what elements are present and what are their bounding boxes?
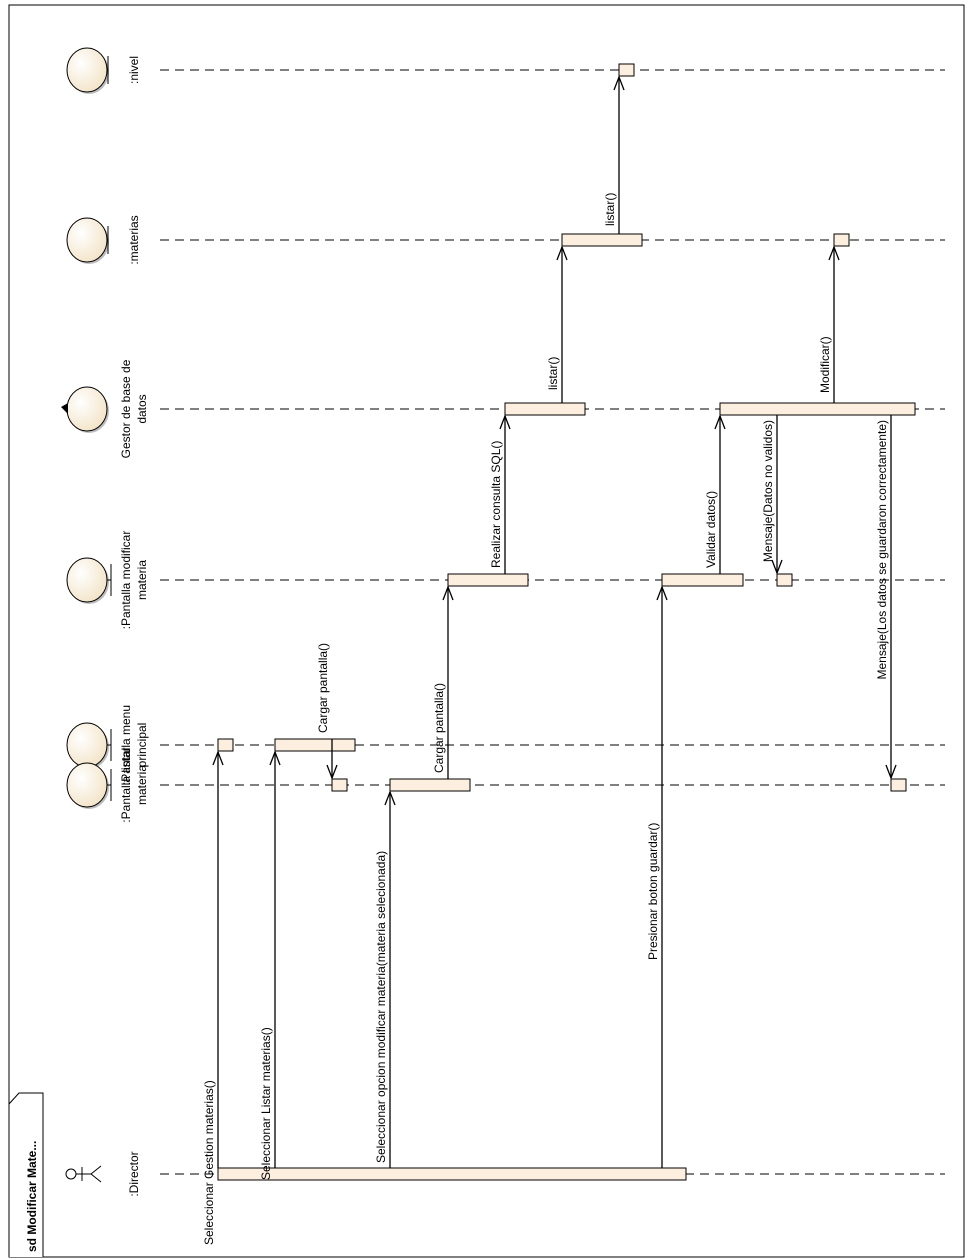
msg-cargar-pantalla-modificar-arrowhead	[442, 585, 454, 601]
lifeline-name-menu-1: :Pantalla menu	[119, 705, 133, 785]
msg-mensaje-guardado-label: Mensaje(Los datos se guardaron correctam…	[875, 420, 889, 679]
msg-seleccionar-listar: Seleccionar Listar materias()	[259, 750, 281, 1180]
msg-listar-materias-arrowhead	[556, 245, 568, 261]
activation-gestor-11	[719, 402, 916, 416]
messages: Seleccionar Gestion materias() Selecciona…	[202, 75, 897, 1245]
activation-materias-12	[833, 233, 850, 247]
lifeline-name-director-1: :Director	[127, 1151, 141, 1196]
msg-listar-nivel-arrowhead	[613, 75, 625, 91]
frame-title: sd Modificar Mate...	[25, 1141, 39, 1252]
lifeline-name-materias-1: :materias	[127, 215, 141, 264]
msg-modificar: Modificar()	[818, 245, 840, 403]
msg-listar-materias-label: listar()	[546, 357, 560, 390]
msg-cargar-pantalla-modificar-label: Cargar pantalla()	[432, 683, 446, 773]
msg-seleccionar-opcion-arrowhead	[384, 790, 396, 806]
activation-listar-14	[890, 778, 907, 792]
msg-seleccionar-opcion: Seleccionar opcion modificar materia(mat…	[374, 790, 396, 1168]
msg-seleccionar-listar-label: Seleccionar Listar materias()	[259, 1027, 273, 1180]
msg-seleccionar-listar-arrowhead	[269, 750, 281, 766]
activations	[217, 63, 916, 1181]
lifeline-nivel: :nivel	[66, 47, 945, 94]
activation-menu-2	[217, 738, 234, 752]
entity-icon	[66, 217, 109, 264]
msg-mensaje-no-validos-arrowhead	[771, 559, 783, 575]
activation-listar-4	[331, 778, 348, 792]
msg-seleccionar-gestion-label: Seleccionar Gestion materias()	[202, 1080, 216, 1245]
control-icon	[61, 386, 109, 433]
msg-mensaje-guardado: Mensaje(Los datos se guardaron correctam…	[875, 415, 897, 780]
msg-presionar-guardar-label: Presionar boton guardar()	[646, 823, 660, 960]
entity-icon	[66, 47, 109, 94]
boundary-icon	[66, 762, 112, 809]
msg-presionar-guardar-arrowhead	[656, 585, 668, 601]
lifeline-name-menu-2: principal	[135, 723, 149, 768]
msg-seleccionar-opcion-label: Seleccionar opcion modificar materia(mat…	[374, 851, 388, 1163]
activation-nivel-9	[618, 63, 635, 77]
msg-modificar-arrowhead	[828, 245, 840, 261]
activation-modificar-6	[447, 573, 529, 587]
msg-realizar-consulta-label: Realizar consulta SQL()	[489, 441, 503, 568]
actor-icon	[65, 1165, 102, 1183]
msg-listar-nivel: listar()	[603, 75, 625, 234]
activation-materias-8	[561, 233, 643, 247]
msg-realizar-consulta-arrowhead	[499, 414, 511, 430]
msg-presionar-guardar: Presionar boton guardar()	[646, 585, 668, 1168]
msg-mensaje-no-validos-label: Mensaje(Datos no validos)	[761, 420, 775, 562]
msg-listar-nivel-label: listar()	[603, 193, 617, 226]
msg-validar-datos-arrowhead	[714, 414, 726, 430]
activation-director-1	[217, 1167, 687, 1181]
msg-realizar-consulta: Realizar consulta SQL()	[489, 414, 511, 574]
activation-menu-3	[274, 738, 356, 752]
frame-tab	[8, 1092, 44, 1257]
lifeline-name-gestor-1: Gestor de base de	[119, 359, 133, 458]
msg-seleccionar-gestion-arrowhead	[212, 750, 224, 766]
msg-cargar-pantalla-listar: Cargar pantalla()	[316, 643, 338, 780]
lifeline-materias: :materias	[66, 215, 945, 265]
frame-border	[8, 4, 965, 1258]
activation-listar-5	[389, 778, 471, 792]
frame: sd Modificar Mate...	[8, 4, 965, 1258]
msg-validar-datos-label: Validar datos()	[704, 491, 718, 568]
msg-cargar-pantalla-listar-arrowhead	[326, 764, 338, 780]
msg-mensaje-no-validos: Mensaje(Datos no validos)	[761, 415, 783, 575]
msg-cargar-pantalla-modificar: Cargar pantalla()	[432, 585, 454, 779]
msg-validar-datos: Validar datos()	[704, 414, 726, 574]
lifeline-name-modificar-2: materia	[135, 560, 149, 600]
activation-modificar-13	[776, 573, 793, 587]
lifeline-name-listar-1: :Pantalla listar	[119, 747, 133, 822]
lifeline-name-listar-2: materia	[135, 765, 149, 805]
lifeline-name-gestor-2: datos	[135, 394, 149, 423]
msg-cargar-pantalla-listar-label: Cargar pantalla()	[316, 643, 330, 733]
msg-seleccionar-gestion: Seleccionar Gestion materias()	[202, 750, 224, 1245]
msg-modificar-label: Modificar()	[818, 336, 832, 393]
msg-mensaje-guardado-arrowhead	[885, 764, 897, 780]
lifeline-name-modificar-1: :Pantalla modificar	[119, 531, 133, 630]
lifeline-name-nivel-1: :nivel	[127, 56, 141, 84]
boundary-icon	[66, 557, 112, 604]
boundary-icon	[66, 722, 112, 769]
activation-gestor-7	[504, 402, 586, 416]
activation-modificar-10	[661, 573, 744, 587]
msg-listar-materias: listar()	[546, 245, 568, 403]
